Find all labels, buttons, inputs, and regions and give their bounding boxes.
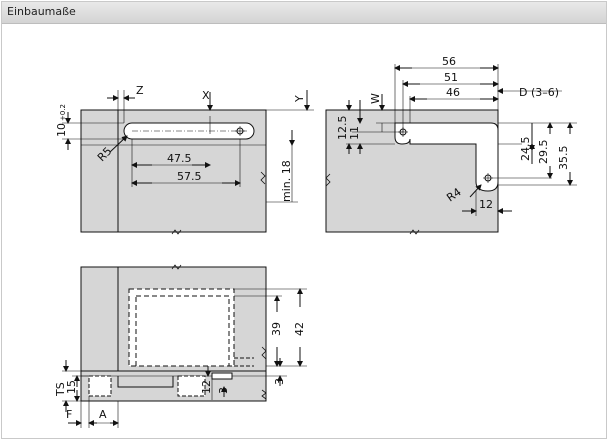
label-z: Z <box>136 84 144 97</box>
label-56: 56 <box>442 55 456 68</box>
label-24-5: 24.5 <box>519 137 532 162</box>
label-w: W <box>369 93 382 104</box>
label-15: 15 <box>65 380 78 394</box>
label-12-5: 12.5 <box>336 116 349 141</box>
label-d-3-6: D (3–6) <box>519 86 559 99</box>
label-3-right: 3 <box>273 378 286 385</box>
label-11: 11 <box>348 126 361 140</box>
label-57-5: 57.5 <box>177 170 202 183</box>
label-29-5: 29.5 <box>537 140 550 165</box>
label-47-5: 47.5 <box>167 152 192 165</box>
label-10: 10 <box>55 123 68 137</box>
label-42: 42 <box>293 322 306 336</box>
panel-header: Einbaumaße <box>2 2 606 24</box>
panel-title: Einbaumaße <box>7 5 76 18</box>
label-12: 12 <box>479 198 493 211</box>
label-51: 51 <box>444 71 458 84</box>
top-left-view: Z X Y 10 +0.2 R5 47.5 <box>55 84 314 235</box>
label-min-18: min. 18 <box>280 160 293 202</box>
label-39: 39 <box>270 322 283 336</box>
label-a: A <box>99 408 107 421</box>
label-f: F <box>66 408 72 421</box>
label-ts: TS <box>54 382 67 397</box>
label-y: Y <box>293 95 306 103</box>
label-tolerance: +0.2 <box>59 104 67 121</box>
label-12-inner: 12 <box>200 380 213 394</box>
top-right-view: 56 51 46 D (3–6) W 12.5 <box>325 55 577 235</box>
label-x: X <box>202 89 210 102</box>
label-3-inner: 3 <box>217 387 230 394</box>
label-35-5: 35.5 <box>557 146 570 171</box>
label-46: 46 <box>446 86 460 99</box>
installation-dimensions-drawing: Z X Y 10 +0.2 R5 47.5 <box>54 55 577 428</box>
bottom-section-view: 39 42 3 12 3 TS 15 <box>54 264 307 428</box>
